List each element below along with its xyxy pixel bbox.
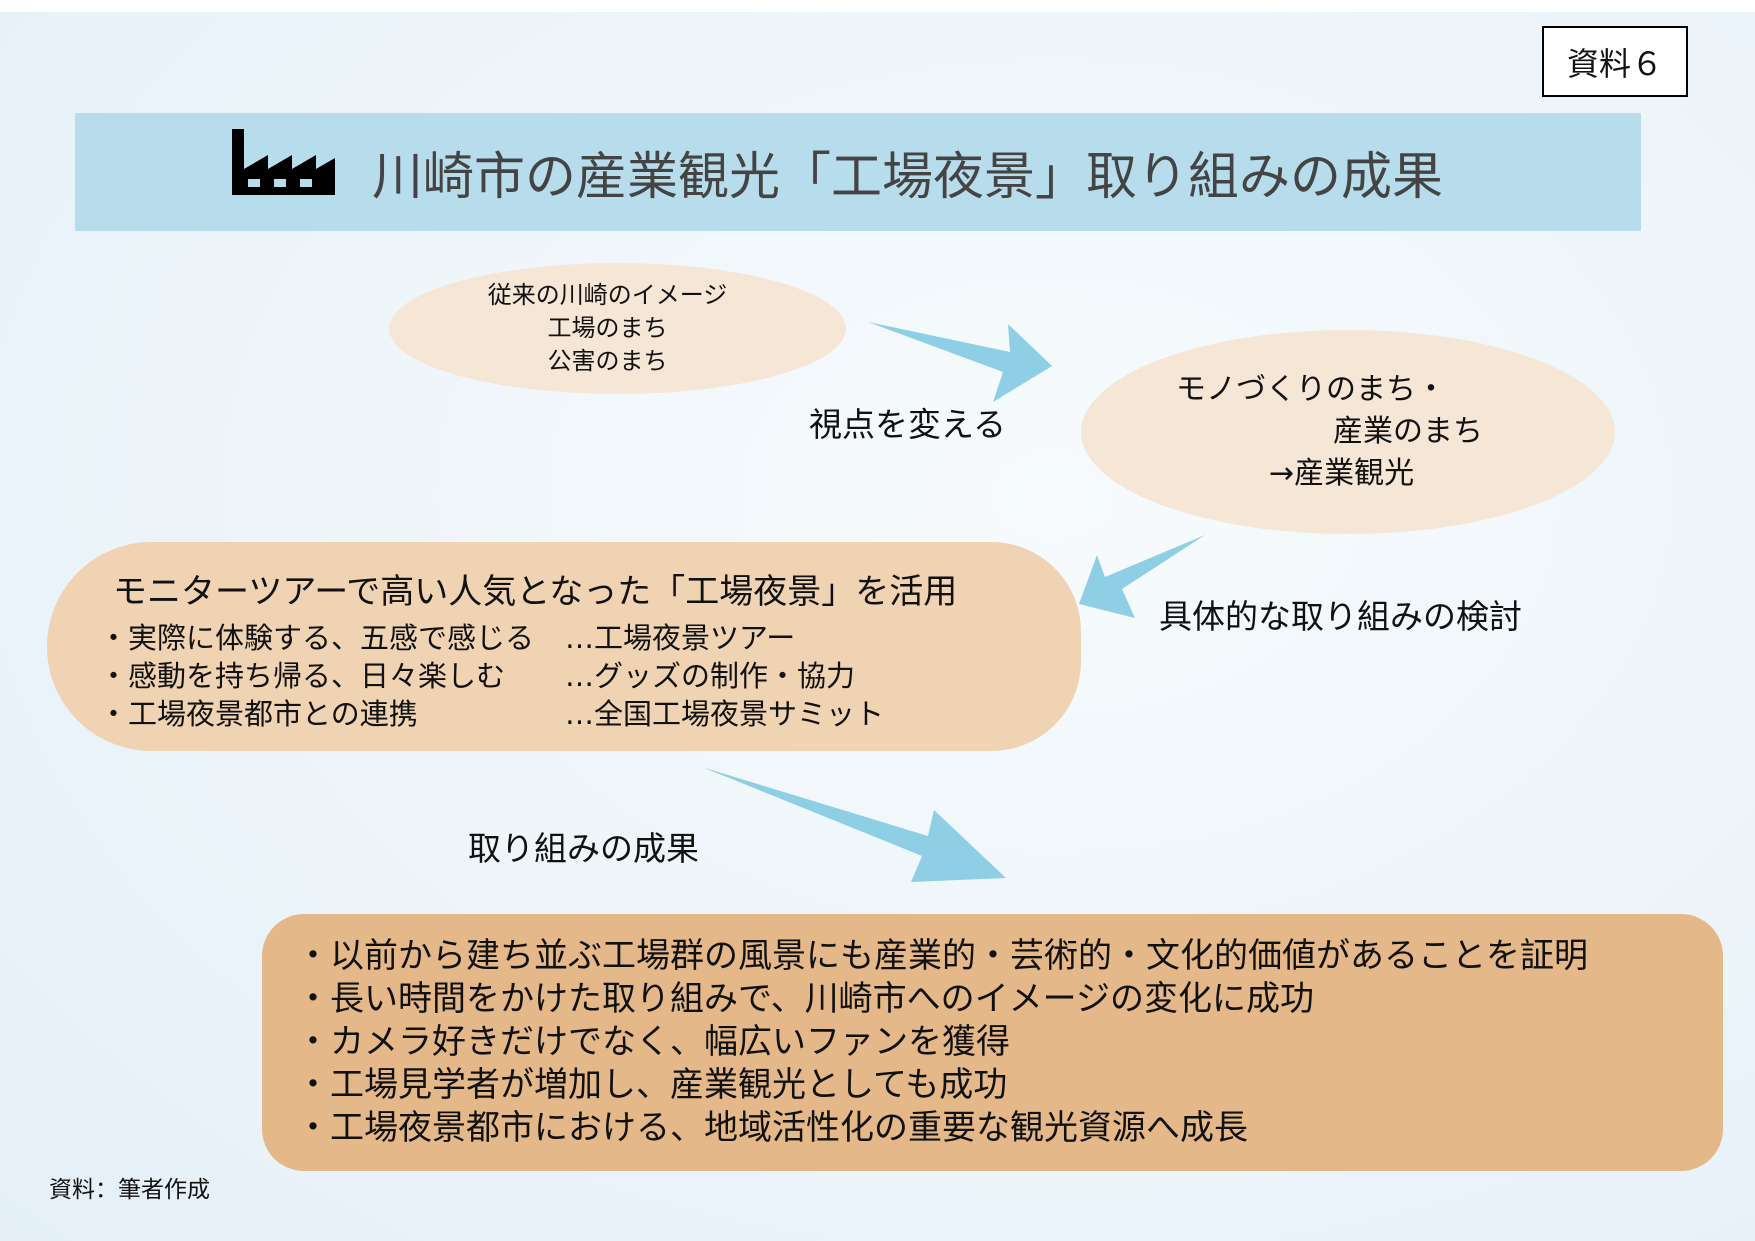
arrow2-label: 具体的な取り組みの検討 (1159, 597, 1522, 636)
initiative-result: …グッズの制作・協力 (565, 659, 856, 693)
new-image-line: →産業観光 (1269, 456, 1415, 491)
old-image-line: 従来の川崎のイメージ (487, 281, 728, 309)
initiative-item: ・実際に体験する、五感で感じる (99, 621, 535, 655)
document-label: 資料６ (1542, 26, 1688, 97)
initiatives-box: モニターツアーで高い人気となった「工場夜景」を活用 ・実際に体験する、五感で感じ… (47, 542, 1081, 751)
old-image-ellipse: 従来の川崎のイメージ 工場のまち 公害のまち (389, 263, 846, 394)
top-band (0, 0, 1755, 12)
page-title: 川崎市の産業観光「工場夜景」取り組みの成果 (372, 148, 1444, 207)
result-item: ・工場見学者が増加し、産業観光としても成功 (296, 1065, 1008, 1105)
result-item: ・工場夜景都市における、地域活性化の重要な観光資源へ成長 (296, 1108, 1248, 1148)
factory-icon (232, 129, 335, 195)
results-box: ・以前から建ち並ぶ工場群の風景にも産業的・芸術的・文化的価値があることを証明 ・… (262, 914, 1723, 1171)
arrow-down-right-icon (702, 767, 1006, 882)
arrow-right-icon (868, 322, 1052, 402)
initiative-row: ・工場夜景都市との連携 …全国工場夜景サミット (99, 691, 1081, 731)
initiative-item: ・工場夜景都市との連携 (99, 697, 418, 731)
new-image-line: モノづくりのまち・ (1176, 372, 1446, 407)
old-image-line: 公害のまち (547, 347, 668, 375)
initiative-item: ・感動を持ち帰る、日々楽しむ (99, 659, 506, 693)
new-image-line: 産業のまち (1333, 414, 1483, 449)
arrow-down-left-icon (1079, 535, 1205, 618)
result-item: ・カメラ好きだけでなく、幅広いファンを獲得 (296, 1022, 1010, 1062)
new-image-ellipse: モノづくりのまち・ 産業のまち →産業観光 (1081, 330, 1615, 534)
arrow1-label: 視点を変える (809, 405, 1007, 444)
initiative-result: …全国工場夜景サミット (565, 697, 885, 731)
initiative-row: ・感動を持ち帰る、日々楽しむ …グッズの制作・協力 (99, 653, 1081, 693)
title-banner: 川崎市の産業観光「工場夜景」取り組みの成果 (75, 113, 1641, 231)
result-item: ・以前から建ち並ぶ工場群の風景にも産業的・芸術的・文化的価値があることを証明 (296, 936, 1588, 976)
initiative-row: ・実際に体験する、五感で感じる …工場夜景ツアー (99, 615, 1081, 655)
initiative-result: …工場夜景ツアー (565, 621, 796, 655)
initiatives-heading: モニターツアーで高い人気となった「工場夜景」を活用 (113, 572, 958, 612)
old-image-line: 工場のまち (547, 314, 668, 342)
result-item: ・長い時間をかけた取り組みで、川崎市へのイメージの変化に成功 (296, 979, 1314, 1019)
source-note: 資料：筆者作成 (49, 1177, 210, 1203)
arrow3-label: 取り組みの成果 (468, 829, 699, 868)
